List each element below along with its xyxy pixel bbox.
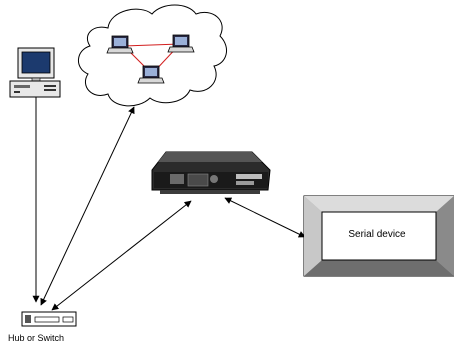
laptop-icon <box>167 34 195 53</box>
desktop-computer-icon <box>9 47 61 98</box>
laptop-icon <box>106 35 134 54</box>
laptop-icon <box>137 65 165 84</box>
serial-device-label: Serial device <box>348 229 406 240</box>
hub-switch-icon <box>21 311 77 327</box>
device-server-icon <box>151 151 271 194</box>
network-cloud-icon <box>78 4 228 107</box>
hub-or-switch-label: Hub or Switch <box>7 333 65 343</box>
connection-lines <box>32 97 306 311</box>
serial-device-icon <box>303 195 454 277</box>
